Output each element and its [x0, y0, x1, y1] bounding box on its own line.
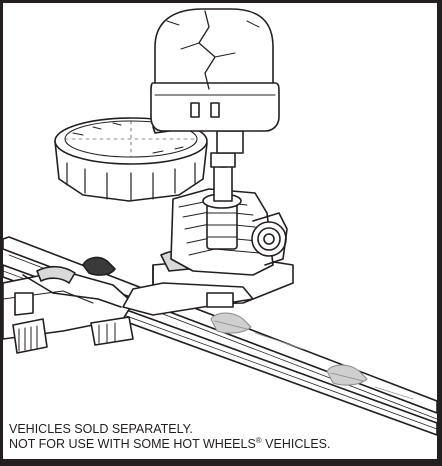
disclaimer-line-2-prefix: NOT FOR USE WITH SOME HOT WHEELS — [9, 437, 256, 451]
launcher-illustration — [3, 8, 437, 436]
disclaimer-line-2-suffix: VEHICLES. — [261, 437, 331, 451]
registered-mark: ® — [255, 435, 262, 445]
robot-head — [150, 8, 280, 132]
disclaimer-line-1: VEHICLES SOLD SEPARATELY. — [9, 422, 193, 436]
launcher-column — [202, 130, 244, 250]
launcher-base — [122, 188, 294, 316]
track-connector — [3, 265, 134, 354]
vehicles — [82, 256, 414, 400]
disclaimer-line-2: NOT FOR USE WITH SOME HOT WHEELS® VEHICL… — [9, 435, 331, 452]
disclaimer-text: VEHICLES SOLD SEPARATELY. NOT FOR USE WI… — [9, 422, 330, 452]
